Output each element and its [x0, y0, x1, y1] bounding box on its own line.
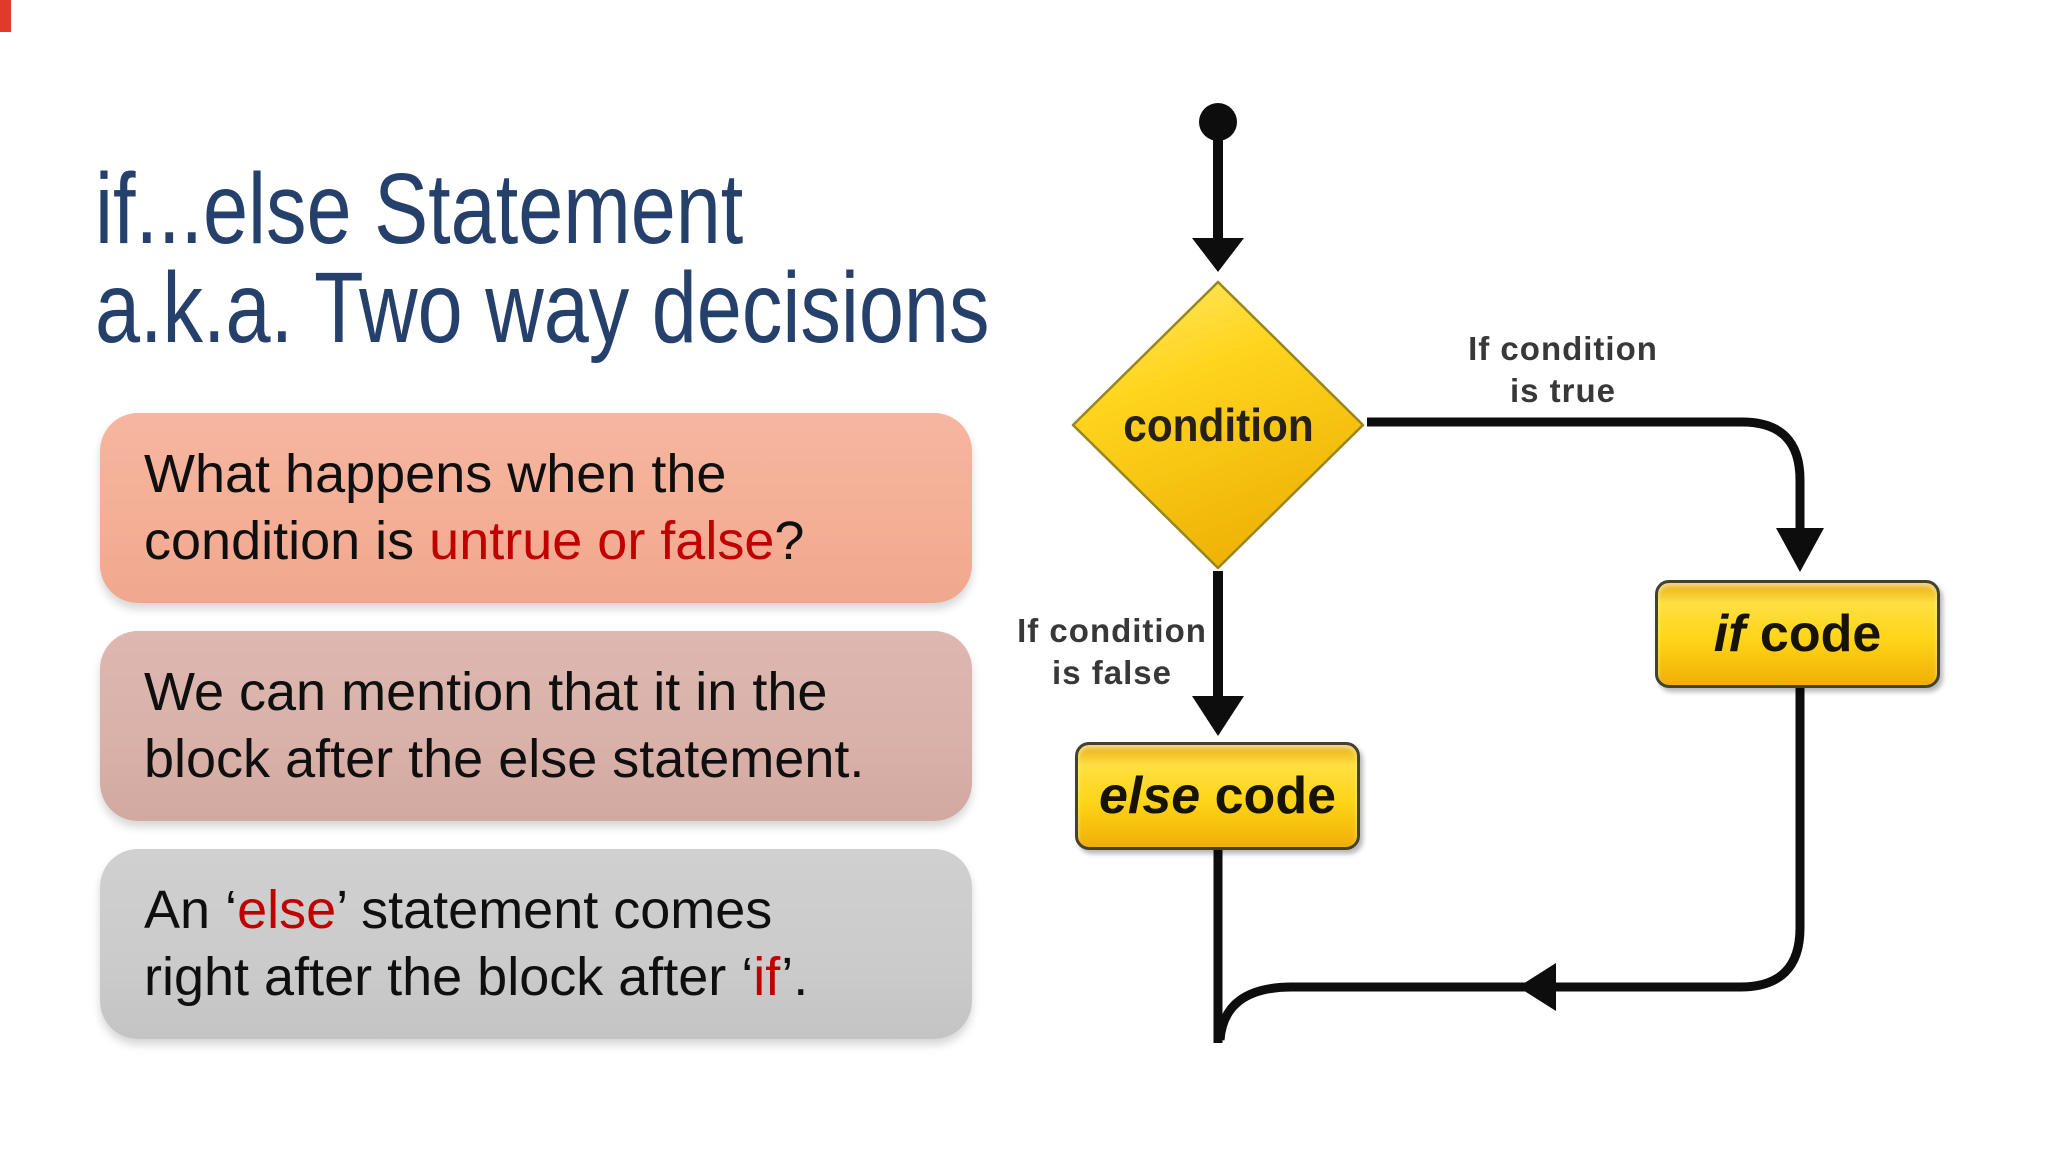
card-question: What happens when the condition is untru… [100, 413, 972, 603]
condition-diamond-label: condition [1122, 399, 1314, 451]
screen-edge-artifact [0, 0, 11, 32]
slide-title-line1: if...else Statement [95, 153, 744, 265]
card-question-line2: condition is untrue or false? [144, 511, 805, 571]
arrow-start-to-condition-icon [1192, 134, 1244, 272]
arrow-true-path-icon [1367, 417, 1824, 572]
card-else-rule-line1: An ‘else’ statement comes [144, 880, 773, 940]
else-code-rest: code [1200, 767, 1337, 825]
slide-title: if...else Statement a.k.a. Two way decis… [95, 153, 1199, 364]
card-else-rule: An ‘else’ statement comes right after th… [100, 849, 972, 1039]
if-code-rest: code [1745, 605, 1882, 663]
highlight-untrue-or-false: untrue or false [429, 511, 775, 571]
card-question-line1: What happens when the [144, 444, 727, 504]
else-code-italic: else [1098, 767, 1201, 825]
start-node [1199, 103, 1237, 141]
card-else-rule-line2: right after the block after ‘if’. [144, 947, 809, 1007]
label-if-condition-false: If condition is false [1017, 612, 1207, 691]
condition-diamond [1071, 280, 1365, 570]
arrow-return-path-icon [1215, 687, 1805, 1041]
if-code-node: if code [1655, 580, 1940, 688]
else-code-node: else code [1075, 742, 1360, 850]
highlight-else: else [237, 880, 337, 940]
slide-title-line2: a.k.a. Two way decisions [95, 252, 990, 364]
arrow-false-path-icon [1192, 571, 1244, 736]
highlight-if: if [753, 947, 782, 1007]
if-code-italic: if [1713, 605, 1746, 663]
card-mention-line1: We can mention that it in the [144, 662, 828, 722]
label-if-condition-true: If condition is true [1468, 330, 1658, 409]
card-mention-line2: block after the else statement. [144, 729, 865, 789]
card-mention: We can mention that it in the block afte… [100, 631, 972, 821]
